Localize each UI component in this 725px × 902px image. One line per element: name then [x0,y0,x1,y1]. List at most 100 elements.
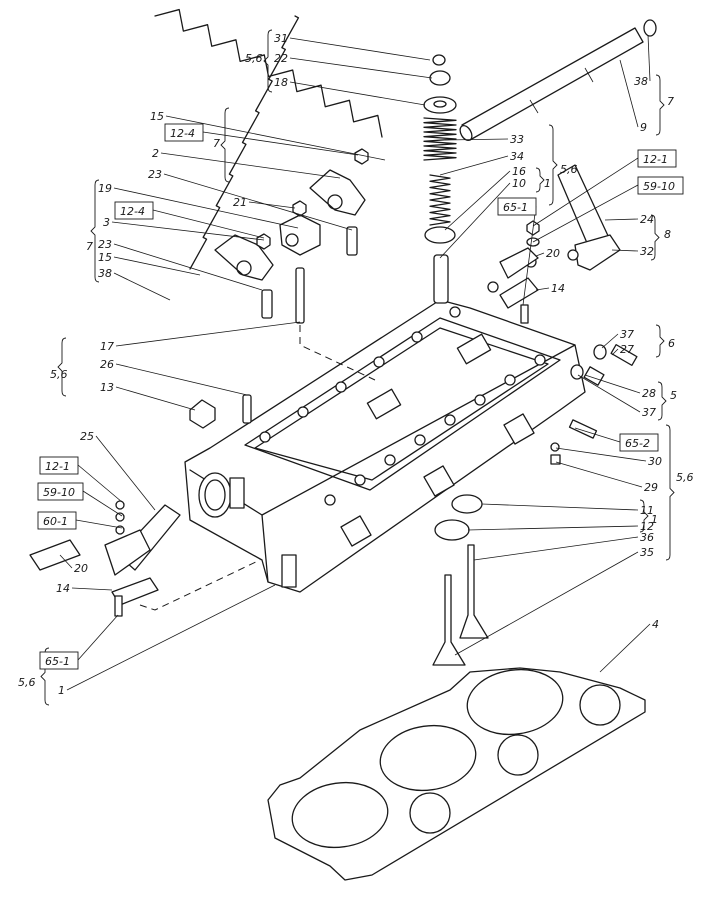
leader-line [532,157,639,227]
reference-65-2: 65-2 [625,437,650,450]
reference-12-1: 12-1 [643,153,668,166]
leader-line [439,182,511,259]
leader-line [113,187,299,229]
valve-seat [451,494,483,514]
callout-37: 37 [620,328,634,341]
group-label-5,6: 5,6 [245,52,263,65]
reference-12-4: 12-4 [170,127,195,140]
callout-32: 32 [640,245,654,258]
callout-1: 1 [58,684,65,697]
rocker-bracket [279,214,321,256]
valve [459,544,489,639]
group-brace [655,74,665,136]
reference-box [37,482,84,501]
reference-65-1: 65-1 [45,655,70,668]
group-brace [263,29,273,93]
bolt-hole [487,281,499,293]
group-brace [220,107,230,183]
callout-38: 38 [98,267,112,280]
leader-line [66,584,276,691]
cylinder-head [184,256,586,593]
valve [432,574,466,666]
group-label-7: 7 [213,137,220,150]
valve-guide [433,254,449,304]
callout-3: 3 [103,216,110,229]
rocker-shaft [459,19,657,142]
leader-line [163,173,353,231]
group-label-6: 6 [668,337,675,350]
callout-12: 12 [640,520,654,533]
group-label-5,6: 5,6 [50,368,68,381]
valve-spring [423,117,457,161]
callout-15: 15 [98,251,112,264]
group-label-7: 7 [667,95,674,108]
adjusting-screw [261,289,273,319]
group-brace [665,424,675,561]
group-label-5: 5 [670,389,677,402]
callout-13: 13 [100,381,114,394]
leader-line [611,348,619,356]
callout-33: 33 [510,133,524,146]
callout-2: 2 [152,147,159,160]
bolt-hole [324,494,336,506]
leader-line [82,490,123,517]
callout-23: 23 [98,238,112,251]
bolt-hole [297,406,309,418]
group-brace [655,324,665,358]
leader-line [454,551,639,656]
group-brace [57,337,67,397]
group-label-8: 8 [664,228,671,241]
callout-9: 9 [640,121,647,134]
rocker-arm [309,169,366,216]
leader-line [202,131,359,156]
leader-line [59,554,73,569]
leader-line [473,536,639,561]
nut [292,200,307,217]
callout-15: 15 [150,110,164,123]
bolt-hole [411,331,423,343]
leader-line [113,243,263,291]
bolt-hole [373,356,385,368]
leader-line [113,256,201,276]
leader-line [574,427,621,443]
reference-59-10: 59-10 [43,486,75,499]
callout-31: 31 [274,32,288,45]
callout-17: 17 [100,340,114,353]
bolt-hole [449,306,461,318]
callout-30: 30 [648,455,662,468]
leader-line [115,386,196,411]
plug-bolt [189,399,216,429]
leader-line [289,37,431,61]
leader-line [601,333,619,349]
callout-21: 21 [233,196,247,209]
reference-65-1: 65-1 [503,201,528,214]
group-label-5,6: 5,6 [560,163,578,176]
leader-line [647,34,651,82]
group-brace [90,179,100,283]
callout-20: 20 [74,562,88,575]
leader-line [444,138,509,141]
callout-19: 19 [98,182,112,195]
leader-line [439,155,509,176]
leader-line [577,374,641,413]
reference-box [619,433,659,452]
group-label-7: 7 [86,240,93,253]
callout-23: 23 [148,168,162,181]
group-brace [548,124,558,206]
leader-line [289,81,426,106]
stud [242,394,252,424]
leader-line [467,525,639,531]
reference-12-1: 12-1 [45,460,70,473]
reference-box [114,201,154,220]
valve-spring [189,15,300,270]
bolt-hole [474,394,486,406]
leader-line [165,115,386,161]
spring-washer [424,226,456,244]
callout-38: 38 [634,75,648,88]
leader-line [77,464,123,503]
valve-spring [154,8,383,138]
bolt-hole [414,434,426,446]
group-brace [40,647,50,706]
group-label-1: 1 [544,177,551,190]
callout-24: 24 [640,213,654,226]
